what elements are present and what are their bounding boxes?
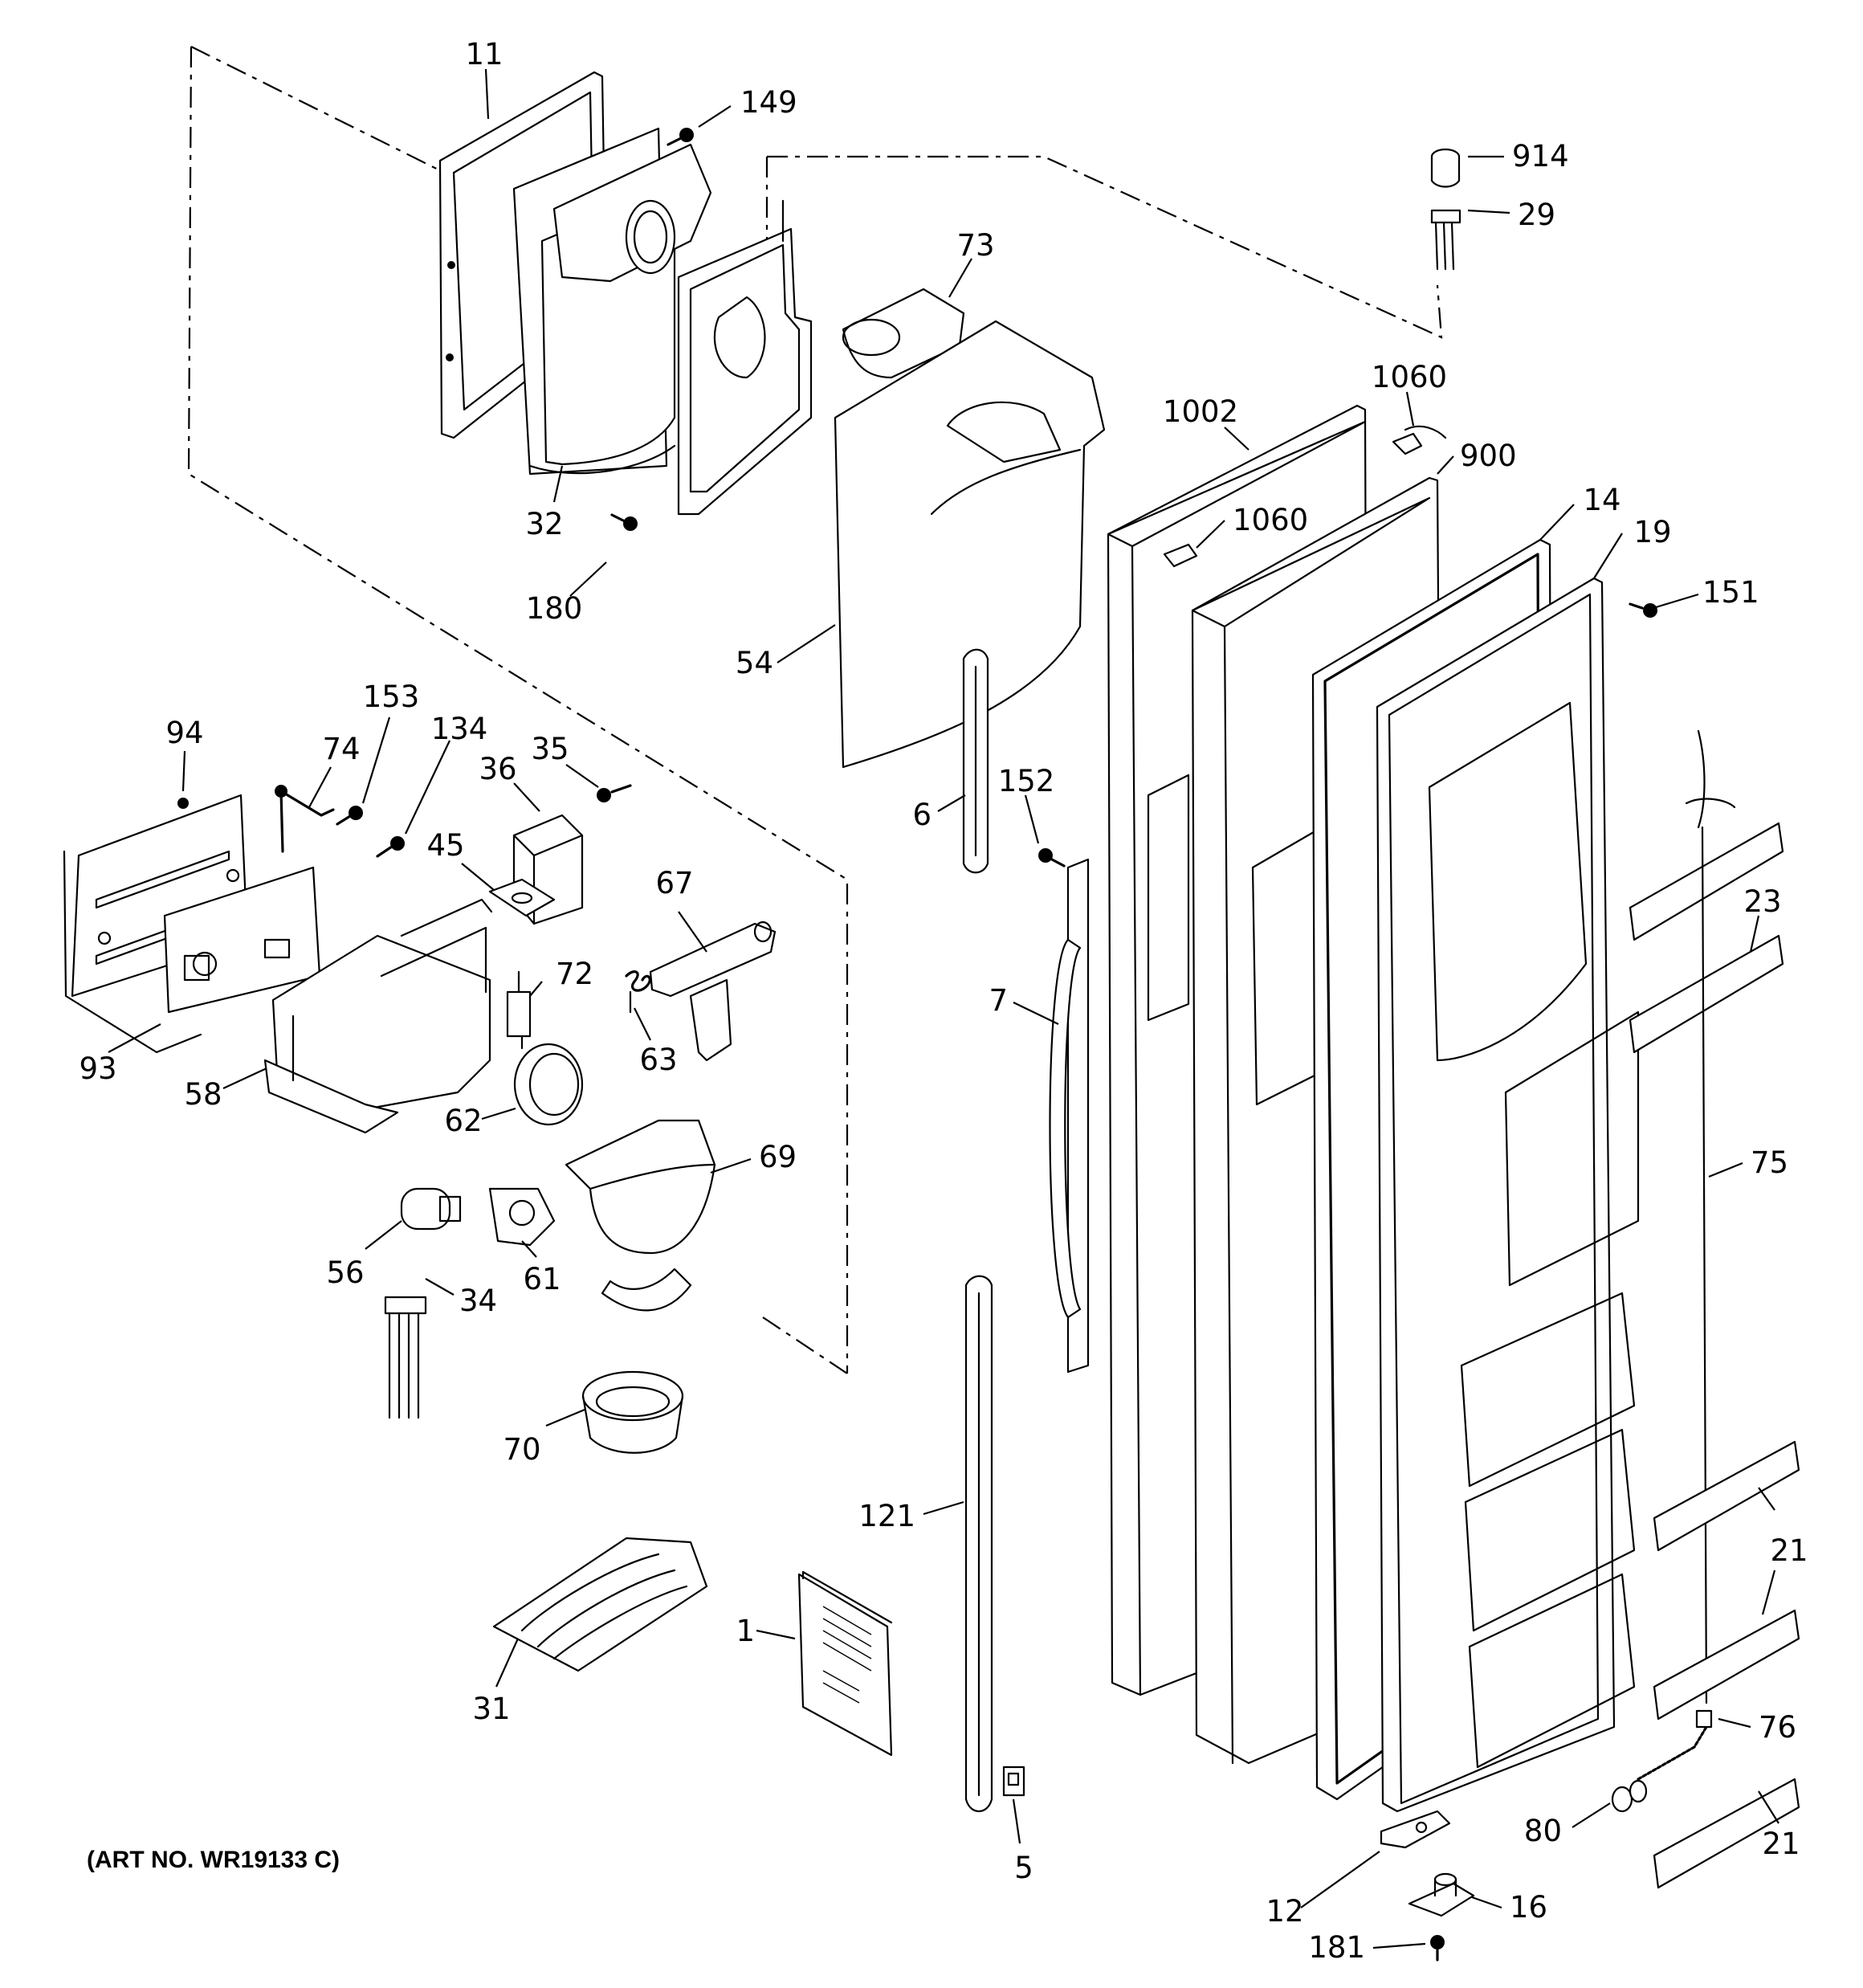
part-5-clip [1002,1766,1025,1797]
part-21-bins [1653,1440,1800,1889]
part-67-lever [649,921,777,1062]
callout-69: 69 [759,1140,797,1174]
callout-180: 180 [526,591,583,626]
callout-153: 153 [363,680,420,714]
callout-149: 149 [740,85,797,120]
callout-94: 94 [165,716,203,750]
part-73-chute [842,288,965,379]
gasket [677,199,813,516]
part-121-trim [964,1275,993,1813]
part-151-screw [1629,602,1657,618]
callout-1: 1 [736,1614,755,1648]
part-63-spring [625,970,651,1014]
callout-80: 80 [1524,1814,1562,1848]
part-6-trim [962,648,989,874]
callout-31: 31 [472,1692,510,1726]
callout-19: 19 [1633,515,1671,549]
callout-54: 54 [736,646,773,680]
callout-58: 58 [184,1077,222,1112]
callout-121: 121 [858,1499,915,1533]
callout-70: 70 [503,1432,540,1467]
callout-11: 11 [465,37,503,71]
callout-1060: 1060 [1233,503,1308,537]
callout-35: 35 [531,732,569,766]
callout-21: 21 [1762,1827,1800,1861]
callout-14: 14 [1583,483,1620,517]
callout-labels: 11 149 914 29 73 1060 1002 900 32 1060 1… [79,37,1808,1965]
part-181-screw [1430,1935,1445,1961]
part-153-screw [336,806,363,826]
part-76-spring-tube [1637,1709,1713,1781]
callout-23: 23 [1743,884,1781,919]
callout-914: 914 [1512,139,1569,173]
callout-134: 134 [431,712,488,746]
part-134-screw [376,836,405,858]
leader-lines [108,68,1779,1949]
part-54-dispenser-cover [834,320,1106,769]
callout-16: 16 [1510,1890,1547,1925]
part-23-shelf-bins [1629,822,1784,1054]
part-74-spring [275,785,335,853]
part-180-screw [610,513,638,531]
part-58-dispenser-frame [263,898,493,1134]
callout-181: 181 [1308,1930,1365,1965]
callout-152: 152 [998,764,1055,798]
callout-62: 62 [444,1104,482,1138]
callout-12: 12 [1266,1894,1303,1929]
callout-7: 7 [989,983,1008,1018]
callout-151: 151 [1702,575,1759,610]
part-69-chute-funnel [565,1119,716,1312]
callout-45: 45 [426,828,464,863]
part-75-tube [1685,729,1736,1704]
part-62-ring [513,1043,584,1126]
part-31-ice-tray [492,1537,708,1672]
part-1060-clip-a [1392,425,1447,455]
callout-34: 34 [459,1284,497,1318]
part-94-screw [177,798,189,809]
callout-73: 73 [956,228,994,263]
part-1-manual [797,1570,893,1757]
callout-76: 76 [1759,1710,1796,1745]
part-149-screw [667,128,694,146]
callout-93: 93 [79,1051,116,1086]
part-1060-clip-b [1163,543,1198,568]
callout-5: 5 [1014,1851,1033,1885]
callout-56: 56 [326,1255,364,1290]
part-35-screw [597,784,632,802]
callout-63: 63 [639,1043,677,1077]
part-56-bulb [400,1187,462,1231]
part-914-cap [1430,148,1461,188]
callout-67: 67 [655,866,693,900]
part-61-gear [488,1187,556,1247]
callout-61: 61 [523,1262,561,1296]
part-80-fitting [1611,1779,1648,1813]
part-12-hinge [1380,1810,1451,1849]
part-7-handle [1049,858,1090,1374]
callout-29: 29 [1518,198,1555,232]
callout-21: 21 [1770,1533,1808,1568]
callout-6: 6 [912,798,932,832]
part-34-wire-harness [384,1296,427,1419]
callout-32: 32 [525,507,563,541]
callout-74: 74 [322,732,360,766]
callout-1060: 1060 [1372,360,1447,394]
callout-72: 72 [556,957,593,991]
part-16-hinge-pin [1408,1872,1475,1917]
part-45-bracket [488,878,556,917]
part-19-inner-liner [1376,577,1640,1813]
part-70-ring [581,1370,684,1454]
part-72-switch [506,970,532,1050]
art-number-caption: (ART NO. WR19133 C) [87,1847,340,1873]
part-29-connector [1430,209,1461,271]
callout-1002: 1002 [1163,394,1238,429]
callout-900: 900 [1460,439,1517,473]
callout-36: 36 [479,752,516,786]
part-32-housing [512,127,712,476]
part-152-screw [1038,848,1066,867]
callout-75: 75 [1751,1145,1788,1180]
